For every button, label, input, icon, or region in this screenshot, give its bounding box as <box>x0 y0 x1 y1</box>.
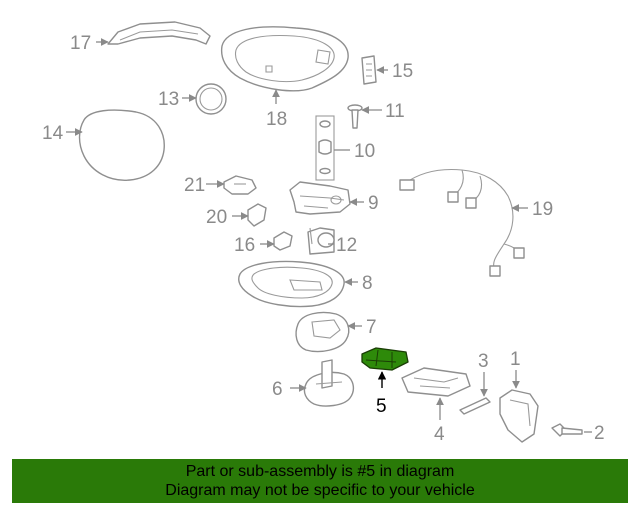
callout-10: 10 <box>354 141 375 162</box>
callout-5[interactable]: 5 <box>376 396 387 417</box>
part-12-motor[interactable] <box>307 227 335 255</box>
callout-20: 20 <box>206 207 227 228</box>
part-15-clip[interactable] <box>361 55 377 85</box>
callout-11: 11 <box>385 101 405 122</box>
parts-diagram: 17 18 15 13 11 10 14 21 9 19 20 16 12 8 … <box>42 21 605 445</box>
part-5-highlighted[interactable] <box>361 347 409 371</box>
callout-3: 3 <box>478 351 489 372</box>
callout-16: 16 <box>234 235 255 256</box>
part-17-trim-strip[interactable] <box>107 21 211 45</box>
callout-4: 4 <box>434 424 445 445</box>
part-6-pivot-base[interactable] <box>303 359 355 407</box>
callout-18: 18 <box>266 109 287 130</box>
callout-14: 14 <box>42 123 64 144</box>
callout-17: 17 <box>70 33 91 54</box>
part-9-bracket[interactable] <box>289 181 351 215</box>
part-21-clip[interactable] <box>223 175 257 195</box>
part-20-small-clip[interactable] <box>247 203 267 227</box>
callout-8: 8 <box>362 273 373 294</box>
part-3-strip[interactable] <box>459 397 491 415</box>
part-2-bolt[interactable] <box>551 423 583 437</box>
callout-12: 12 <box>336 235 357 256</box>
part-14-mirror-glass[interactable] <box>78 109 165 181</box>
part-10-spring-set[interactable] <box>315 115 335 181</box>
callout-6: 6 <box>272 379 283 400</box>
banner-line-1: Part or sub-assembly is #5 in diagram <box>185 463 455 480</box>
part-7-round-base[interactable] <box>295 311 350 353</box>
callout-7: 7 <box>366 317 377 338</box>
part-1-mount[interactable] <box>499 389 539 443</box>
callout-19: 19 <box>532 199 553 220</box>
part-13-round-glass[interactable] <box>195 83 227 115</box>
part-4-bracket-tray[interactable] <box>401 367 471 397</box>
part-19-wiring-harness[interactable] <box>399 168 525 277</box>
callout-1: 1 <box>510 349 521 370</box>
callout-21: 21 <box>184 175 205 196</box>
part-11-screw[interactable] <box>347 104 363 129</box>
callout-13: 13 <box>158 89 179 110</box>
part-18-housing-cover[interactable] <box>220 26 349 92</box>
callout-labels: 17 18 15 13 11 10 14 21 9 19 20 16 12 8 … <box>42 33 605 445</box>
part-8-housing-frame[interactable] <box>238 260 345 308</box>
part-16-small-part[interactable] <box>273 231 293 251</box>
info-banner: Part or sub-assembly is #5 in diagram Di… <box>12 459 628 503</box>
leader-lines <box>66 38 592 433</box>
callout-2: 2 <box>594 423 605 444</box>
callout-9: 9 <box>368 193 379 214</box>
callout-15: 15 <box>392 61 413 82</box>
banner-line-2: Diagram may not be specific to your vehi… <box>165 482 475 499</box>
